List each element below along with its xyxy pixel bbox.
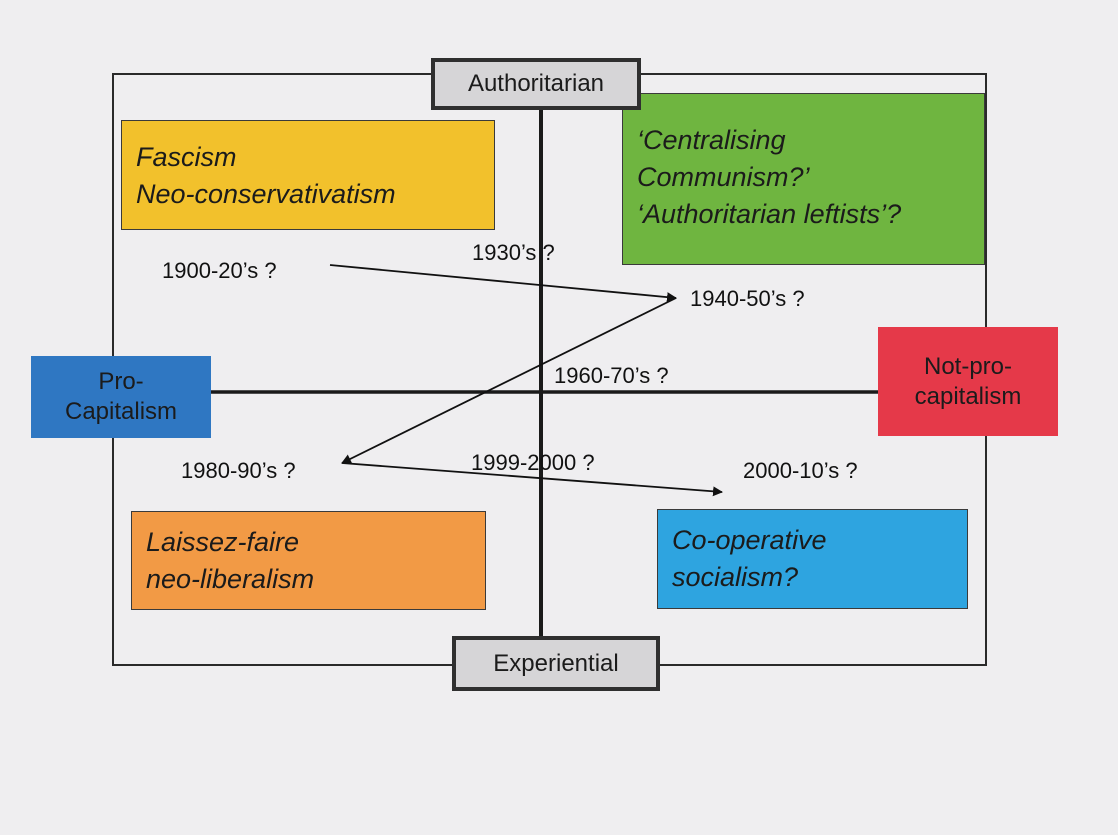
quadrant-bottom-right-line-2: socialism? <box>672 562 799 592</box>
axis-label-experiential: Experiential <box>452 636 660 691</box>
axis-label-not-pro-capitalism: Not-pro- capitalism <box>878 327 1058 436</box>
quadrant-top-left: Fascism Neo-conservativatism <box>121 120 495 230</box>
axis-label-authoritarian: Authoritarian <box>431 58 641 110</box>
quadrant-bottom-right: Co-operative socialism? <box>657 509 968 609</box>
quadrant-bottom-left-line-2: neo-liberalism <box>146 564 315 594</box>
era-label-1960s: 1960-70’s ? <box>554 363 669 388</box>
quadrant-bottom-right-line-1: Co-operative <box>672 525 827 555</box>
arrow-1940-to-1980 <box>341 297 677 464</box>
quadrant-top-right-line-1: ‘Centralising <box>637 125 786 155</box>
quadrant-top-right: ‘Centralising Communism?’ ‘Authoritarian… <box>622 93 985 265</box>
axis-label-experiential-text: Experiential <box>493 649 619 677</box>
arrow-1900-to-1940 <box>329 264 677 303</box>
quadrant-top-right-line-3: ‘Authoritarian leftists’? <box>637 199 902 229</box>
quadrant-bottom-left-line-1: Laissez-faire <box>146 527 300 557</box>
not-pro-capitalism-line-1: Not-pro- <box>923 352 1013 380</box>
quadrant-top-left-line-1: Fascism <box>136 142 237 172</box>
pro-capitalism-line-2: Capitalism <box>64 398 178 425</box>
quadrant-top-right-line-2: Communism?’ <box>637 162 810 192</box>
not-pro-capitalism-line-2: capitalism <box>914 382 1022 410</box>
arrow-1980-to-2000 <box>341 462 723 497</box>
era-label-2000s: 2000-10’s ? <box>743 458 858 483</box>
era-label-1930s: 1930’s ? <box>472 240 555 265</box>
era-label-1980s: 1980-90’s ? <box>181 458 296 483</box>
quadrant-bottom-left: Laissez-faire neo-liberalism <box>131 511 486 610</box>
era-label-1940s: 1940-50’s ? <box>690 286 805 311</box>
pro-capitalism-line-1: Pro- <box>98 368 144 395</box>
axis-label-pro-capitalism: Pro- Capitalism <box>31 356 211 438</box>
era-label-1900s: 1900-20’s ? <box>162 258 277 283</box>
era-label-1999: 1999-2000 ? <box>471 450 595 475</box>
axis-label-authoritarian-text: Authoritarian <box>467 70 605 97</box>
quadrant-top-left-line-2: Neo-conservativatism <box>136 179 396 209</box>
